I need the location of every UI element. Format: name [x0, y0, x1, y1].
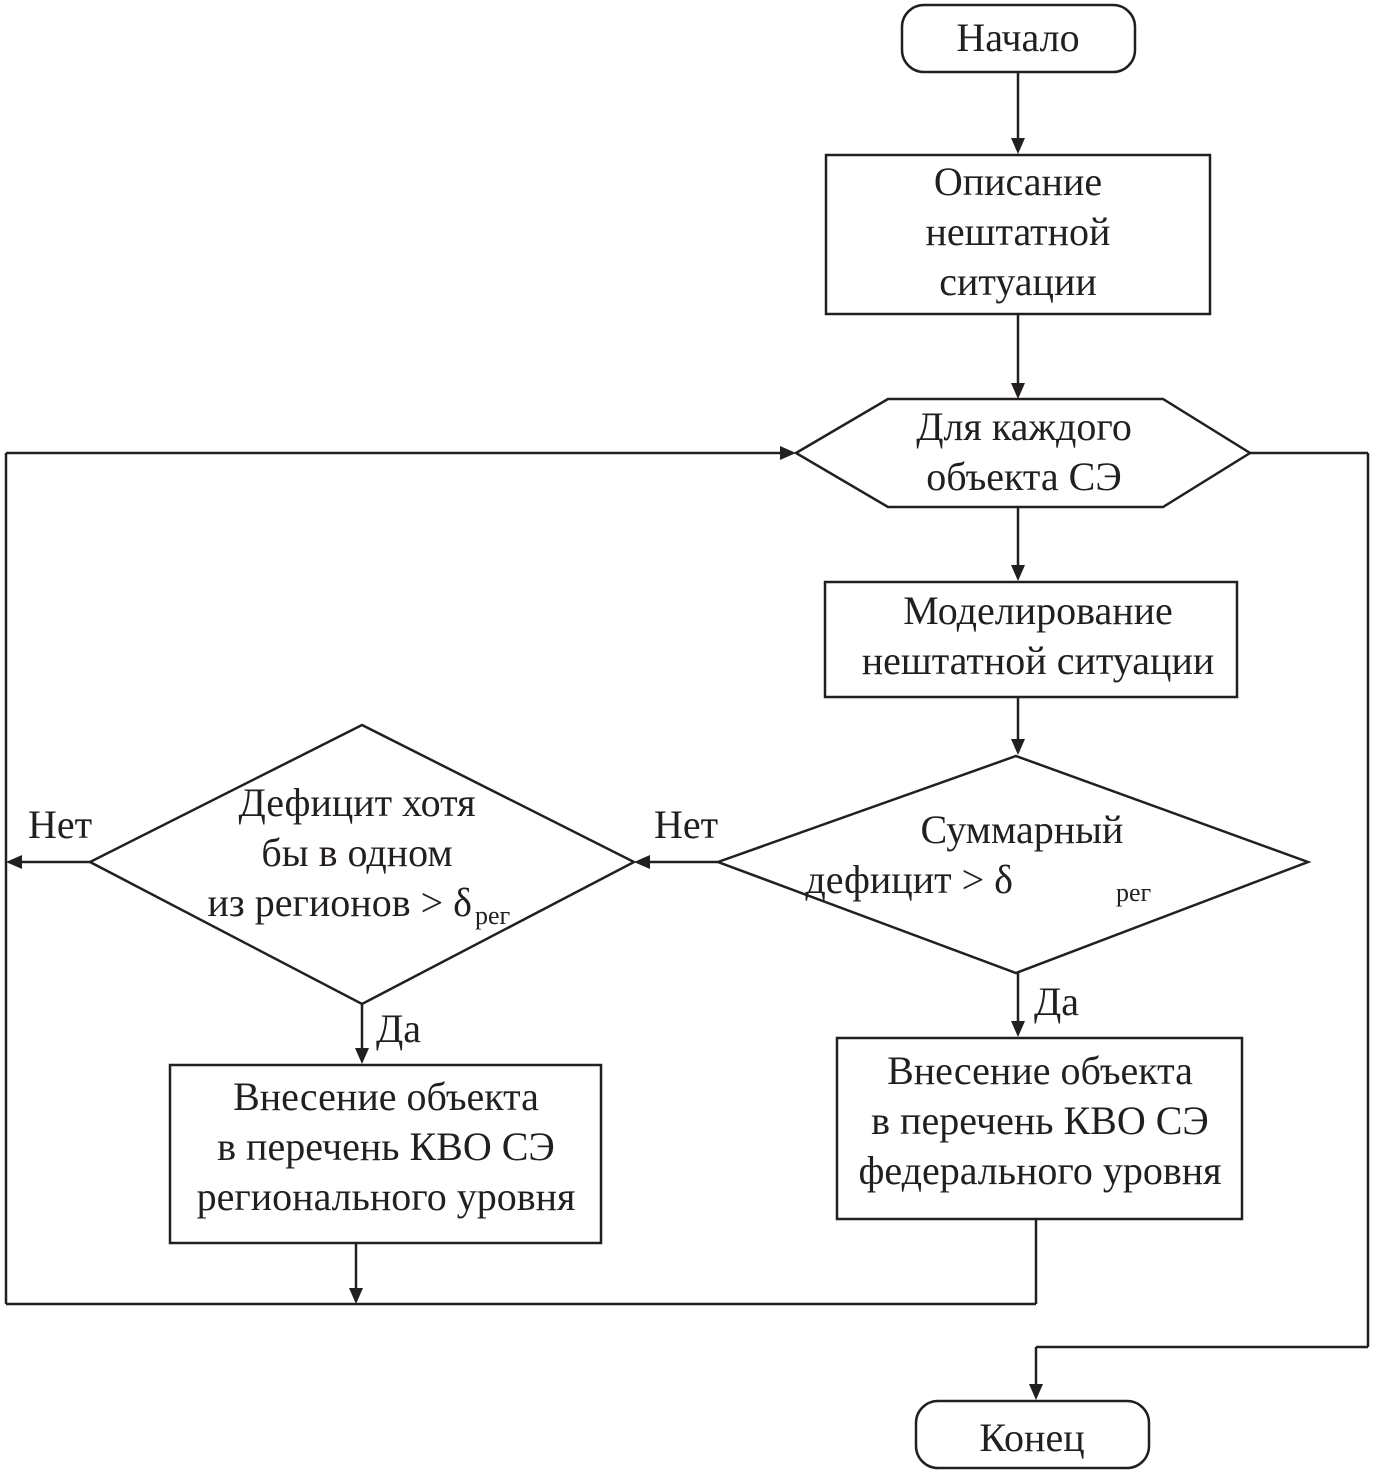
- federal-line-1: Внесение объекта: [887, 1048, 1193, 1093]
- sum-line-2: дефицит > δ: [805, 857, 1013, 902]
- arrowhead: [1011, 739, 1025, 755]
- federal-list-box: Внесение объекта в перечень КВО СЭ федер…: [835, 1036, 1244, 1221]
- regional-line-2: в перечень КВО СЭ: [217, 1124, 555, 1169]
- branch-labels: Нет Нет Да Да: [28, 802, 1079, 1051]
- model-line-2: нештатной ситуации: [862, 638, 1215, 683]
- model-line-1: Моделирование: [903, 588, 1173, 633]
- describe-line-1: Описание: [934, 159, 1102, 204]
- arrowhead: [355, 1048, 369, 1064]
- yes-label-sum: Да: [1034, 979, 1079, 1024]
- end-terminal: Конец: [914, 1399, 1151, 1470]
- arrowhead: [6, 855, 22, 869]
- sum-deficit-decision: Суммарный дефицит > δ рег: [714, 754, 1312, 975]
- region-line-1: Дефицит хотя: [239, 780, 476, 825]
- sum-line-1: Суммарный: [921, 807, 1124, 852]
- no-label-sum: Нет: [654, 802, 718, 847]
- end-label: Конец: [979, 1415, 1084, 1460]
- arrowhead: [634, 855, 650, 869]
- region-line-2: бы в одном: [261, 830, 452, 875]
- arrowhead: [1011, 1021, 1025, 1037]
- arrowhead: [1029, 1384, 1043, 1400]
- federal-line-2: в перечень КВО СЭ: [871, 1098, 1209, 1143]
- regional-line-1: Внесение объекта: [233, 1074, 539, 1119]
- loop-line-2: объекта СЭ: [926, 454, 1122, 499]
- arrowhead: [1011, 138, 1025, 154]
- region-line-3-subscript: рег: [475, 901, 510, 930]
- describe-line-3: ситуации: [939, 259, 1097, 304]
- regional-line-3: регионального уровня: [197, 1174, 576, 1219]
- start-terminal: Начало: [900, 3, 1137, 74]
- describe-line-2: нештатной: [926, 209, 1111, 254]
- no-label-region: Нет: [28, 802, 92, 847]
- model-situation-box: Моделирование нештатной ситуации: [823, 580, 1239, 699]
- yes-label-region: Да: [376, 1006, 421, 1051]
- start-label: Начало: [956, 15, 1079, 60]
- arrowhead: [349, 1288, 363, 1304]
- region-line-3: из регионов > δ: [208, 880, 472, 925]
- arrowhead: [1011, 565, 1025, 581]
- sum-line-2-subscript: рег: [1116, 878, 1151, 907]
- connectors: [4, 72, 1370, 1400]
- loop-line-1: Для каждого: [916, 404, 1132, 449]
- regional-list-box: Внесение объекта в перечень КВО СЭ регио…: [168, 1063, 603, 1245]
- sum-line-2-main: дефицит > δ: [805, 857, 1013, 902]
- region-deficit-decision: Дефицит хотя бы в одном из регионов > δ …: [87, 723, 637, 1006]
- loop-hexagon: Для каждого объекта СЭ: [793, 397, 1253, 509]
- arrowhead: [780, 446, 796, 460]
- describe-situation-box: Описание нештатной ситуации: [824, 153, 1212, 316]
- federal-line-3: федерального уровня: [858, 1148, 1221, 1193]
- arrowhead: [1011, 383, 1025, 399]
